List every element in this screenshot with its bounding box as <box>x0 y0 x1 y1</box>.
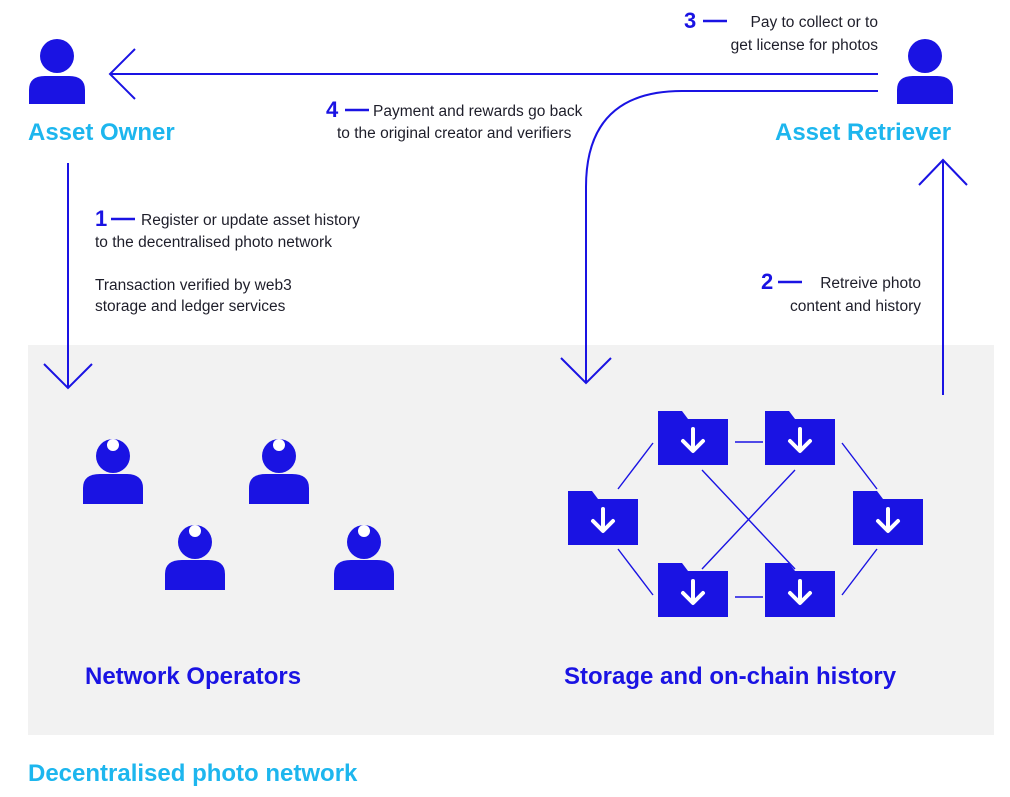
asset-owner-label: Asset Owner <box>28 119 175 146</box>
step-4-arrow <box>560 90 878 385</box>
network-title: Decentralised photo network <box>28 760 358 787</box>
step-4-line-2: to the original creator and verifiers <box>337 125 572 142</box>
step-1-line-1: Register or update asset history <box>141 212 360 229</box>
step-4-line-1: Payment and rewards go back <box>373 103 583 120</box>
storage-folder-icon-6 <box>763 561 837 619</box>
step-2-number: 2 <box>761 269 773 294</box>
storage-label: Storage and on-chain history <box>564 663 897 690</box>
storage-connections <box>617 441 878 598</box>
step-3-number: 3 <box>684 8 696 33</box>
step-3-line-1: Pay to collect or to <box>750 14 878 31</box>
step-2-text: 2 Retreive photo content and history <box>761 269 921 315</box>
note-line-1: Transaction verified by web3 <box>95 277 292 294</box>
asset-owner-person-icon <box>29 39 85 104</box>
step-4-number: 4 <box>326 97 339 122</box>
storage-folder-icon-3 <box>566 489 640 547</box>
step-2-arrow <box>918 158 968 395</box>
step-3-text: 3 Pay to collect or to get license for p… <box>684 8 878 54</box>
note-line-2: storage and ledger services <box>95 298 286 315</box>
storage-folder-icon-2 <box>763 409 837 467</box>
step-2-line-1: Retreive photo <box>820 275 921 292</box>
storage-folder-icon-1 <box>656 409 730 467</box>
network-operators-label: Network Operators <box>85 663 301 690</box>
step-1-number: 1 <box>95 206 107 231</box>
step-1-text: 1 Register or update asset history to th… <box>95 206 360 251</box>
step-3-arrow <box>108 48 878 100</box>
step-2-line-2: content and history <box>790 298 921 315</box>
step-4-text: 4 Payment and rewards go back to the ori… <box>326 97 583 142</box>
step-3-line-2: get license for photos <box>731 37 879 54</box>
step-1-arrow <box>43 163 93 390</box>
storage-folder-icon-4 <box>851 489 925 547</box>
verification-note: Transaction verified by web3 storage and… <box>95 277 292 315</box>
asset-retriever-person-icon <box>897 39 953 104</box>
step-1-line-2: to the decentralised photo network <box>95 234 332 251</box>
storage-folder-icon-5 <box>656 561 730 619</box>
asset-retriever-label: Asset Retriever <box>775 119 951 146</box>
